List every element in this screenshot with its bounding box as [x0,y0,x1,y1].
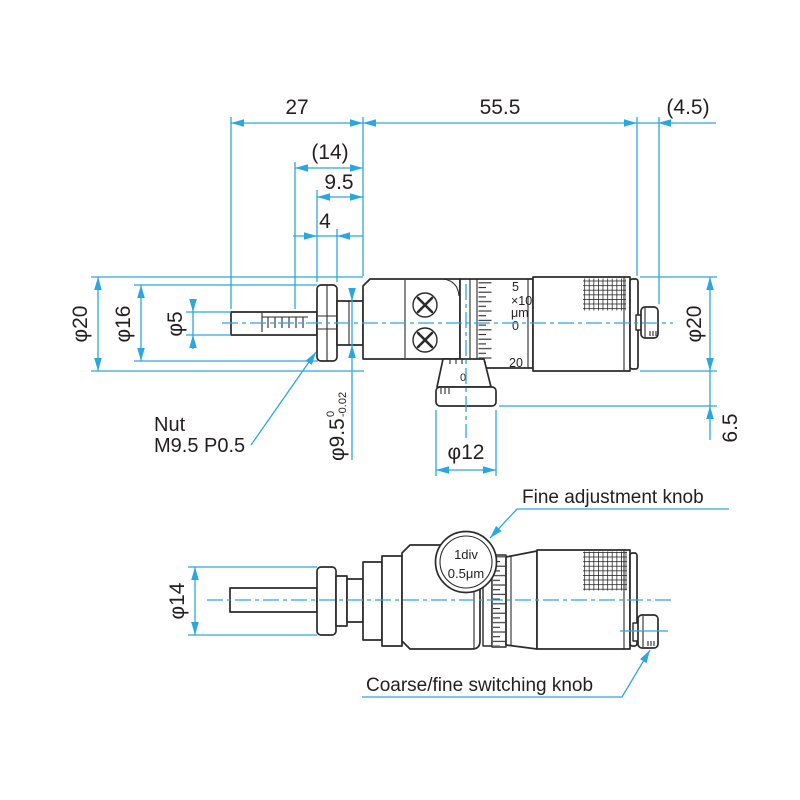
lock-knob-zero: 0 [460,372,466,384]
nut-leader [250,351,317,446]
flange-ring [335,575,348,627]
body [362,278,461,360]
dim-d5: φ5 [164,311,187,336]
switching-knob-leader [362,649,651,698]
dim-27: 27 [285,96,308,119]
switching-knob-label: Coarse/fine switching knob [366,675,593,696]
barrel-knurling [583,278,626,311]
clamp-flange [316,566,337,636]
dim-d9-5-tol-low: -0.02 [337,392,349,417]
dim-55-5: 55.5 [480,96,521,119]
dim-d9-5-tolerance: φ9.5 0 -0.02 [325,392,349,461]
dim-d9-5-tol-high: 0 [325,411,337,417]
phillips-screw-bottom [412,327,438,353]
dim-9-5: 9.5 [324,171,353,194]
sleeve-scale-5: 5 [512,280,519,294]
nut-thread-label: M9.5 P0.5 [154,435,245,457]
dim-d20-left: φ20 [69,306,92,343]
sleeve-scale-0: 0 [512,319,519,333]
upper-view: 5 ×10 μm 0 20 0 [69,96,742,635]
lower-parts: 1div 0.5μm [229,530,659,650]
sleeve-graduations-lower [493,556,505,646]
fine-knob-leader [489,508,729,539]
lock-knob: 0 [435,358,497,407]
dim-6-5: 6.5 [719,413,742,442]
lower-view: 1div 0.5μm φ14 Fine adjustment [166,487,729,698]
fine-knob-text-2: 0.5μm [448,566,484,581]
body-ring-a [362,561,383,641]
sleeve-scale-20: 20 [509,356,523,370]
nut-label: Nut [154,414,186,436]
fine-knob-text-1: 1div [454,547,478,562]
sleeve-scale-um: μm [511,306,529,320]
dim-14: (14) [311,141,348,164]
fine-knob-label: Fine adjustment knob [522,487,704,508]
dim-d12: φ12 [448,441,485,464]
body-ring-b [381,555,403,647]
lower-dimensions: φ14 Fine adjustment knob Coarse/fine swi… [166,487,729,698]
upper-dimensions: 27 55.5 (4.5) (14) 9.5 4 φ20 φ16 φ5 φ20 … [69,96,742,635]
dim-d14: φ14 [166,582,189,619]
dim-4-5: (4.5) [666,96,709,119]
phillips-screw-top [412,292,438,318]
dim-d9-5: φ9.5 [326,418,349,461]
dim-d16: φ16 [112,306,135,343]
sleeve-scale-x10: ×10 [511,294,532,308]
dim-d20-right: φ20 [683,306,706,343]
sleeve-graduations [478,282,492,366]
barrel-knurling-lower [583,551,627,591]
fine-adjustment-knob: 1div 0.5μm [434,530,498,594]
dim-4: 4 [319,210,331,233]
